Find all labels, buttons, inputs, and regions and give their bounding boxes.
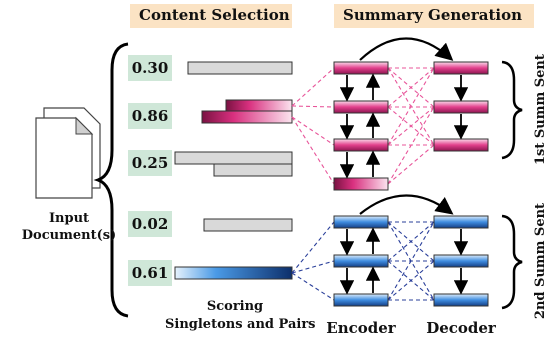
curved-arrow-pink: [359, 37, 454, 61]
score-badge: 0.86: [128, 103, 172, 129]
documents-icon: [35, 107, 101, 199]
sentence-bar: [213, 163, 293, 177]
decoder-cell: [433, 293, 489, 307]
encoder-cell: [333, 138, 389, 152]
content-selection-header: Content Selection: [139, 6, 290, 24]
sentence-bar: [203, 218, 293, 232]
decoder-blue: [433, 215, 489, 307]
score-badge: 0.25: [128, 150, 172, 176]
encoder-pink: [333, 61, 389, 191]
encoder-cell: [333, 177, 389, 191]
curved-arrow-blue: [359, 194, 454, 215]
score-badge: 0.02: [128, 211, 172, 237]
right-brace-bottom: [501, 214, 523, 310]
input-label-line1: Input: [48, 211, 90, 226]
input-documents-label: Input Document(s): [14, 210, 124, 244]
decoder-cell: [433, 215, 489, 229]
score-badge: 0.30: [128, 55, 172, 81]
encoder-cell: [333, 293, 389, 307]
content-selection-header-bg: [130, 4, 292, 28]
scoring-label-line2: Singletons and Pairs: [165, 317, 316, 332]
decoder-pink: [433, 61, 489, 152]
input-label-line2: Document(s): [21, 228, 117, 243]
encoder-arrows-blue: [339, 227, 381, 295]
decoder-label: Decoder: [426, 319, 496, 337]
sentence-bar: [201, 110, 293, 124]
right-brace-top: [501, 60, 523, 160]
sentence-bar: [187, 61, 293, 75]
encoder-label: Encoder: [326, 319, 396, 337]
encoder-blue: [333, 215, 389, 307]
encoder-cell: [333, 254, 389, 268]
left-brace: [93, 42, 129, 318]
first-summary-sentence-label: 1st Summ Sent: [533, 54, 548, 165]
decoder-cell: [433, 138, 489, 152]
encoder-cell: [333, 215, 389, 229]
sentence-bar: [225, 99, 293, 113]
decoder-cell: [433, 61, 489, 75]
sentence-bar: [174, 151, 293, 165]
encoder-cell: [333, 61, 389, 75]
score-badge: 0.61: [128, 260, 172, 286]
summary-generation-header: Summary Generation: [343, 6, 523, 24]
scoring-label-line1: Scoring: [206, 299, 264, 314]
blue-connections: [291, 221, 435, 301]
summary-generation-header-bg: [334, 4, 534, 28]
second-summary-sentence-label: 2nd Summ Sent: [533, 202, 548, 320]
scoring-label: Scoring Singletons and Pairs: [165, 298, 316, 334]
encoder-cell: [333, 100, 389, 114]
sentence-bar: [174, 266, 293, 280]
decoder-cell: [433, 254, 489, 268]
decoder-cell: [433, 100, 489, 114]
pink-connections: [291, 67, 435, 185]
encoder-arrows-pink: [339, 73, 381, 179]
